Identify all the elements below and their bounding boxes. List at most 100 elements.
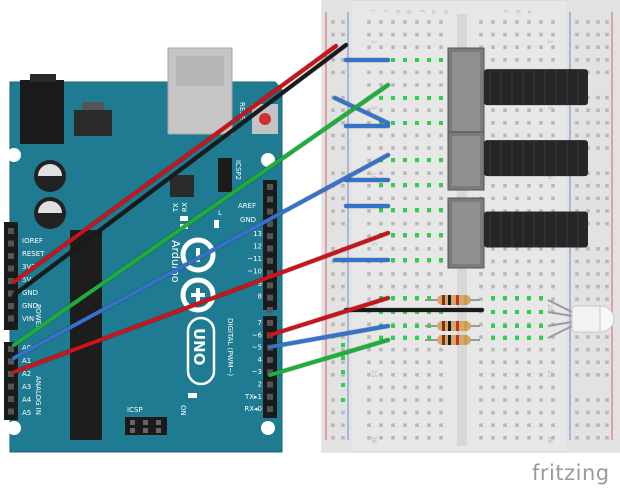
rail-hole — [586, 184, 590, 188]
breadboard-hole — [379, 45, 383, 49]
rail-hole — [586, 108, 590, 112]
icsp-pin — [143, 428, 148, 433]
connected-hole — [515, 310, 519, 314]
rail-hole — [341, 133, 345, 138]
breadboard-hole — [503, 247, 507, 251]
connected-hole — [403, 208, 407, 212]
tx-led — [180, 216, 188, 221]
breadboard-hole — [491, 410, 495, 415]
breadboard-hole — [539, 385, 543, 390]
connected-hole — [527, 296, 531, 300]
rail-hole — [341, 121, 345, 125]
breadboard-hole — [379, 284, 383, 289]
rail-hole — [575, 398, 579, 402]
breadboard-hole — [415, 373, 419, 377]
breadboard-hole — [379, 410, 383, 415]
breadboard-hole — [527, 209, 531, 213]
breadboard-hole — [439, 146, 443, 150]
potentiometer — [447, 197, 588, 269]
rail-hole — [596, 209, 600, 213]
on-label: ON — [179, 405, 187, 416]
rail-hole — [331, 209, 335, 213]
breadboard-hole — [427, 347, 431, 352]
breadboard-hole — [551, 259, 555, 264]
breadboard-hole — [379, 171, 383, 175]
header-pin — [267, 381, 273, 388]
breadboard-hole — [427, 247, 431, 251]
breadboard-hole — [439, 45, 443, 49]
breadboard-hole — [551, 423, 555, 427]
breadboard-hole — [439, 133, 443, 138]
rail-hole — [331, 95, 335, 100]
l-label: L — [218, 209, 222, 217]
breadboard-hole — [379, 32, 383, 37]
digital-pin-label: 2 — [258, 381, 262, 389]
breadboard-hole — [403, 398, 407, 402]
breadboard-hole — [539, 108, 543, 112]
breadboard-hole — [427, 146, 431, 150]
breadboard-hole — [391, 284, 395, 289]
breadboard-hole — [367, 70, 371, 75]
digital-label: DIGITAL (PWM~) — [226, 318, 234, 376]
breadboard-hole — [427, 410, 431, 415]
breadboard-hole — [539, 45, 543, 49]
connected-hole — [491, 310, 495, 314]
connected-hole — [415, 324, 419, 328]
icsp2-label: ICSP2 — [234, 160, 242, 180]
rail-hole — [575, 423, 579, 427]
rail-hole — [586, 398, 590, 402]
breadboard-hole — [539, 373, 543, 377]
breadboard-hole — [367, 171, 371, 175]
breadboard-hole — [439, 436, 443, 440]
header-pin — [8, 408, 14, 415]
breadboard-hole — [551, 32, 555, 37]
mounting-hole — [7, 148, 21, 162]
rail-hole — [575, 121, 579, 125]
breadboard-hole — [527, 423, 531, 427]
breadboard-hole — [379, 221, 383, 226]
connected-hole — [415, 96, 419, 100]
breadboard-hole — [367, 436, 371, 440]
resistor — [425, 321, 480, 331]
breadboard-hole — [415, 20, 419, 24]
potentiometer — [447, 47, 588, 136]
rail-hole — [596, 221, 600, 226]
breadboard-hole — [551, 360, 555, 364]
breadboard-hole — [391, 221, 395, 226]
breadboard-hole — [403, 410, 407, 415]
breadboard-hole — [391, 133, 395, 138]
icsp-pin — [156, 428, 161, 433]
rail-hole — [575, 347, 579, 352]
header-pin — [267, 245, 273, 252]
header-pin — [8, 265, 14, 272]
connected-hole — [439, 233, 443, 237]
rail-hole — [341, 284, 345, 289]
rail-hole — [331, 70, 335, 75]
breadboard-hole — [503, 45, 507, 49]
breadboard-hole — [527, 196, 531, 201]
breadboard-hole — [503, 373, 507, 377]
connected-hole — [503, 336, 507, 340]
row-number: 20 — [546, 304, 553, 312]
arduino-uno-board: RESET ICSP2 TX RX L Arduino UNO — [4, 47, 283, 453]
rail-hole — [596, 259, 600, 264]
rail-hole — [605, 171, 609, 175]
row-letter: b — [514, 10, 521, 14]
connected-hole — [415, 121, 419, 125]
header-pin — [267, 196, 273, 203]
header-pin — [267, 208, 273, 215]
connected-hole — [391, 121, 395, 125]
breadboard-hole — [515, 32, 519, 37]
connected-hole — [503, 324, 507, 328]
breadboard-hole — [403, 360, 407, 364]
row-letter: a — [526, 10, 533, 14]
breadboard-hole — [415, 347, 419, 352]
connected-hole — [427, 121, 431, 125]
breadboard-hole — [391, 423, 395, 427]
breadboard-hole — [515, 20, 519, 24]
tx-label: TX — [172, 203, 180, 213]
usb-port — [167, 47, 233, 135]
breadboard-hole — [439, 171, 443, 175]
row-letter: e — [430, 10, 437, 14]
breadboard-hole — [503, 20, 507, 24]
